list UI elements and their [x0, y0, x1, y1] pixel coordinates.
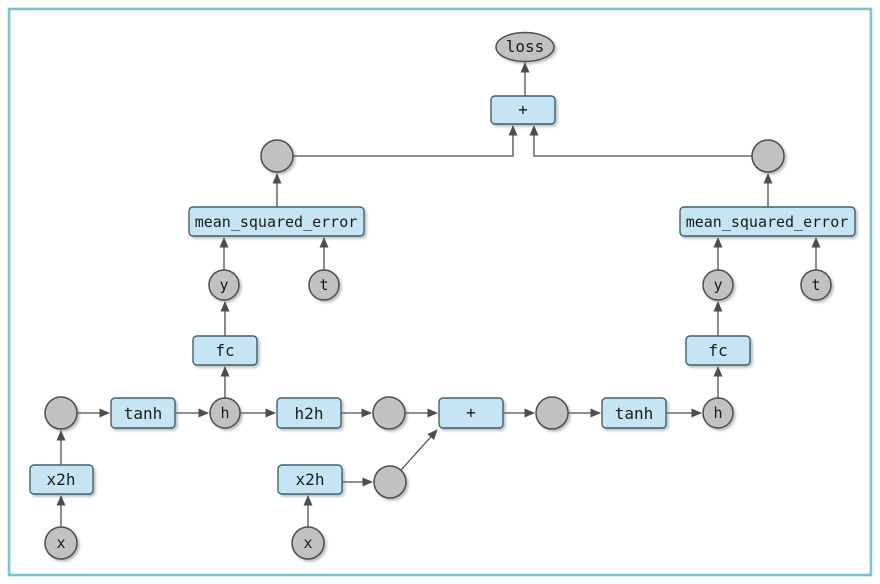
mse-right-box	[679, 206, 856, 237]
h2h-box	[276, 397, 342, 429]
h-left-circle	[209, 397, 241, 429]
h-left-label: h	[220, 404, 229, 422]
var-node-right	[751, 139, 785, 173]
plus-mid-label: +	[466, 403, 476, 422]
h-right-label: h	[713, 404, 722, 422]
var-node-left	[260, 139, 294, 173]
t-left-circle	[308, 269, 340, 301]
node-x2h-mid: x2h	[277, 464, 343, 495]
var-node-4	[373, 465, 407, 499]
tanh-left-box	[110, 397, 176, 429]
y-left-circle	[208, 269, 240, 301]
node-tanh-left: tanh	[110, 397, 176, 429]
mse-left-label: mean_squared_error	[195, 213, 358, 231]
x2h-left-box	[29, 464, 94, 495]
var-node-3	[535, 396, 569, 430]
y-left-label: y	[219, 276, 228, 294]
t-right-label: t	[811, 276, 820, 294]
edge-varleft-to-plustop	[293, 125, 518, 157]
node-y-right: y	[702, 269, 734, 301]
node-x-left: x	[44, 526, 78, 560]
node-mse-left: mean_squared_error	[188, 206, 365, 237]
node-plus-top: +	[490, 95, 556, 125]
fc-right-box	[685, 335, 751, 366]
node-x-mid: x	[291, 526, 325, 560]
y-right-label: y	[713, 276, 722, 294]
plus-top-box	[490, 95, 556, 125]
var-node-1	[44, 396, 78, 430]
node-plus-mid: +	[438, 397, 504, 429]
x-mid-circle	[291, 526, 325, 560]
t-left-label: t	[319, 276, 328, 294]
x2h-mid-label: x2h	[296, 470, 325, 489]
tanh-right-box	[601, 397, 667, 429]
node-mse-right: mean_squared_error	[679, 206, 856, 237]
edge-var4-to-plusmid	[400, 429, 438, 471]
node-h-right: h	[702, 397, 734, 429]
var-node-2	[372, 396, 406, 430]
node-loss: loss	[495, 31, 555, 63]
y-right-circle	[702, 269, 734, 301]
plus-top-label: +	[518, 100, 528, 119]
node-t-right: t	[800, 269, 832, 301]
canvas-frame	[7, 7, 873, 577]
edge-varright-to-plustop	[529, 125, 752, 157]
node-x2h-left: x2h	[29, 464, 94, 495]
fc-left-label: fc	[215, 341, 234, 360]
node-fc-right: fc	[685, 335, 751, 366]
x2h-mid-box	[277, 464, 343, 495]
tanh-right-label: tanh	[615, 404, 654, 423]
mse-left-box	[188, 206, 365, 237]
node-tanh-right: tanh	[601, 397, 667, 429]
h2h-label: h2h	[295, 404, 324, 423]
mse-right-label: mean_squared_error	[686, 213, 849, 231]
x-mid-label: x	[303, 534, 312, 552]
x-left-circle	[44, 526, 78, 560]
node-y-left: y	[208, 269, 240, 301]
node-h-left: h	[209, 397, 241, 429]
plus-mid-box	[438, 397, 504, 429]
loss-ellipse	[495, 31, 555, 63]
node-h2h: h2h	[276, 397, 342, 429]
x2h-left-label: x2h	[47, 470, 76, 489]
node-t-left: t	[308, 269, 340, 301]
loss-label: loss	[506, 37, 545, 56]
edges	[56, 62, 821, 527]
tanh-left-label: tanh	[124, 404, 163, 423]
nodes: loss + mean_squared_error mean_squared_e…	[29, 31, 856, 560]
fc-left-box	[192, 335, 258, 366]
fc-right-label: fc	[708, 341, 727, 360]
t-right-circle	[800, 269, 832, 301]
node-fc-left: fc	[192, 335, 258, 366]
x-left-label: x	[56, 534, 65, 552]
h-right-circle	[702, 397, 734, 429]
